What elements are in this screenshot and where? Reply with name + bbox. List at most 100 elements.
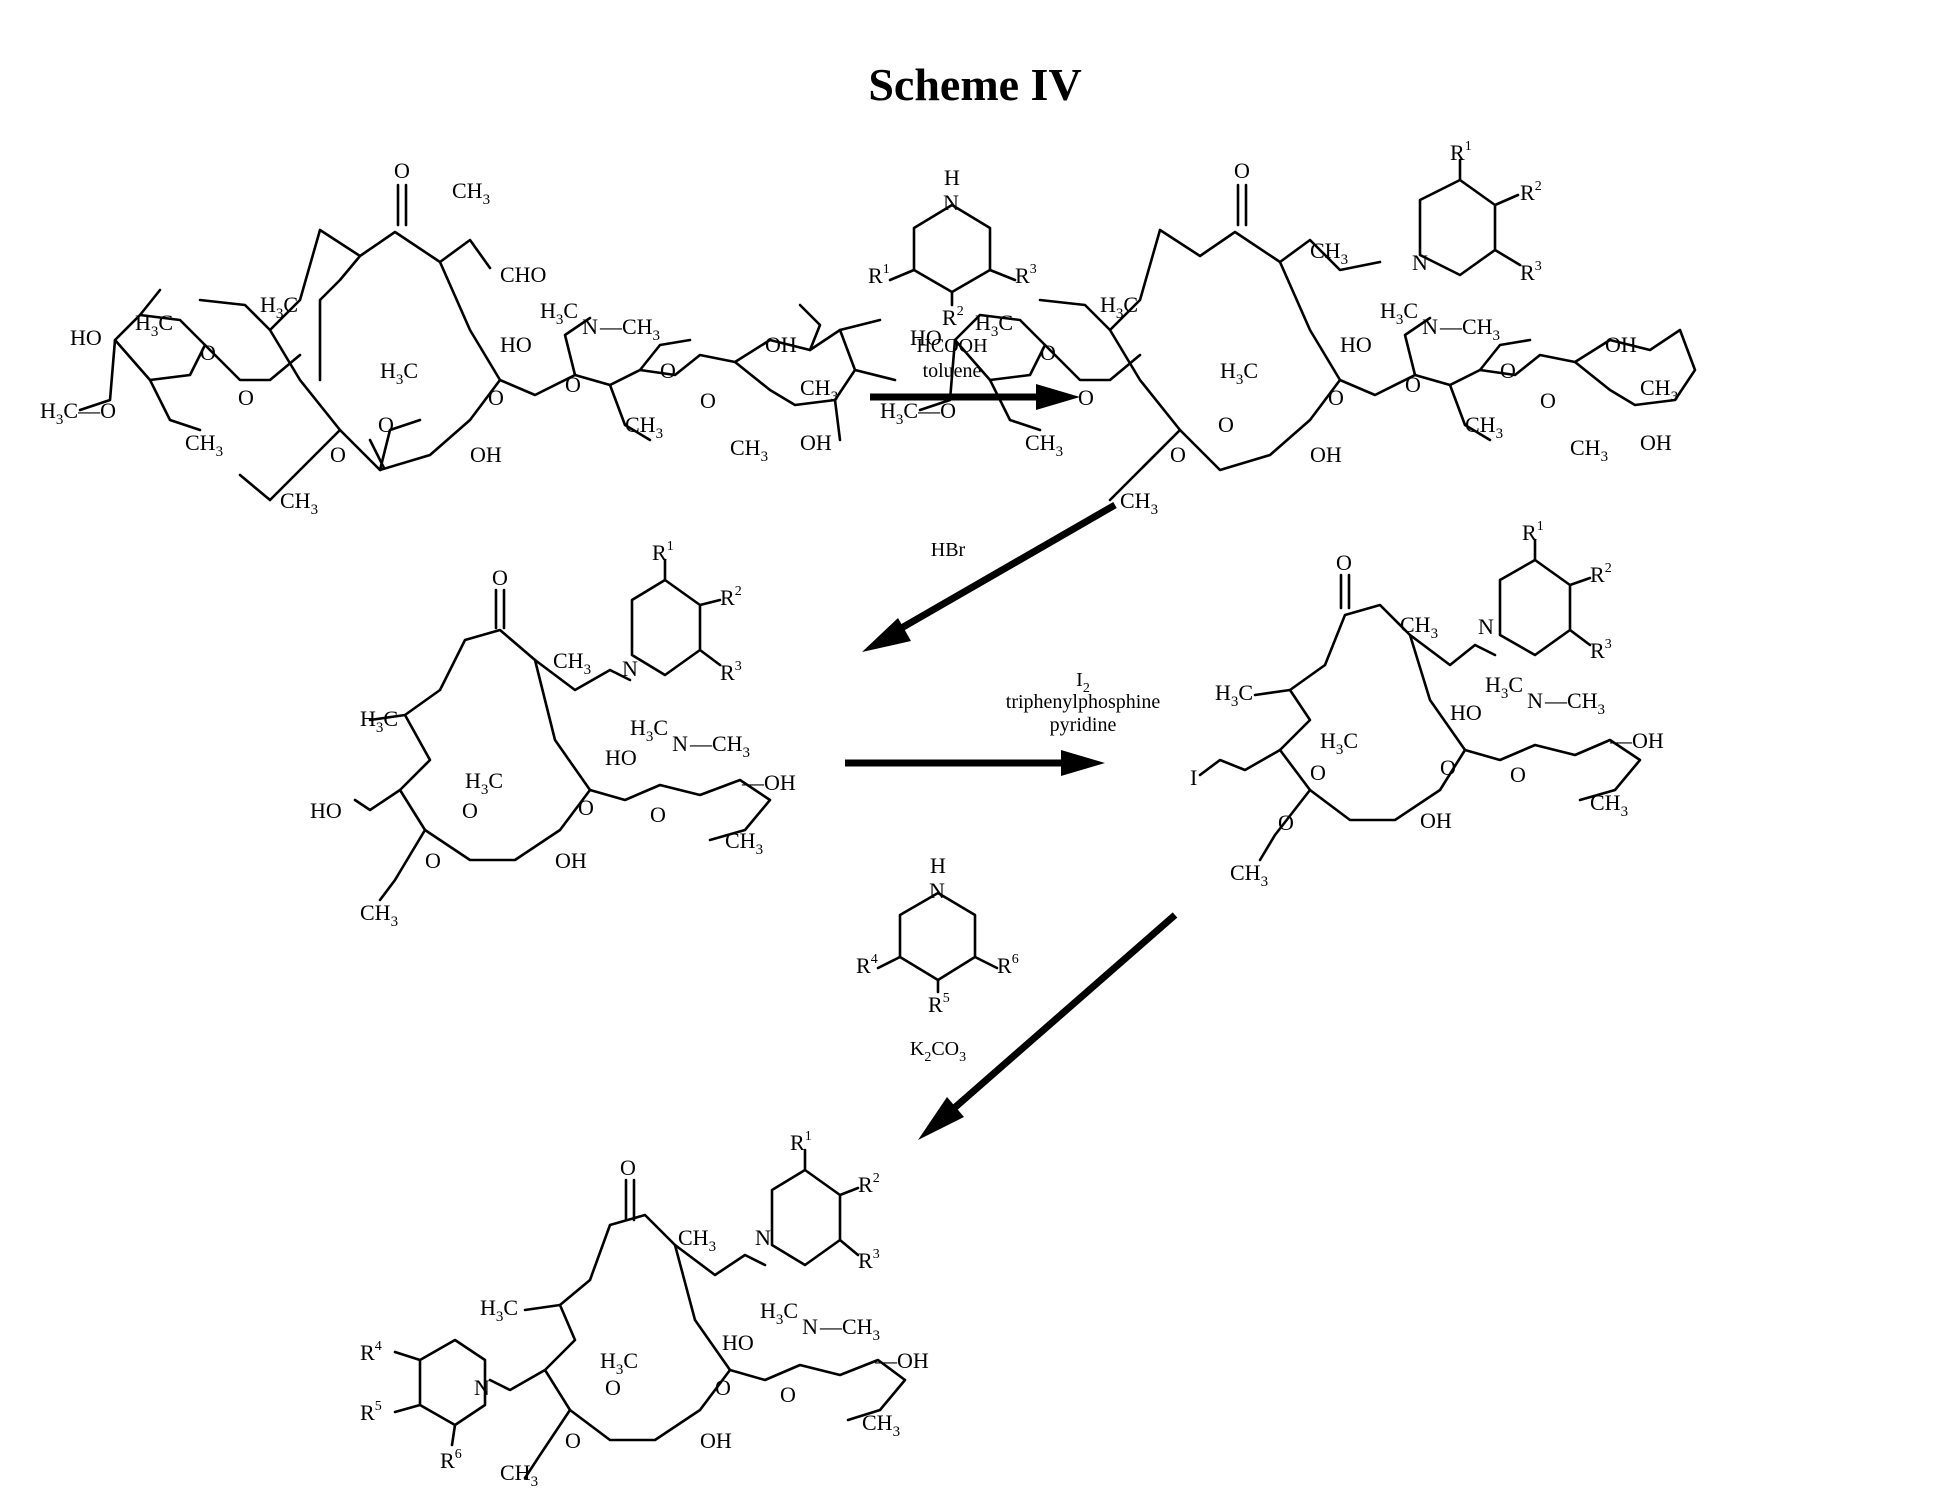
c1-ch3-myc-bottom: CH3 [730,435,768,465]
c4-r1: R1 [1522,519,1544,545]
compound-2-piperidine-adduct: O CH3 N R1 R2 R3 H3C HO H3C H3C—O CH3 O … [880,139,1695,518]
step2-reagent-hbr: HBr [931,539,966,561]
amine2-r5: R5 [928,991,950,1017]
c3-desos-ring-o: O [650,802,666,827]
arrow-step2 [862,505,1115,652]
c1-o-ch3: CH3 [185,430,223,460]
c4-desos-ring-o: O [1510,762,1526,787]
c2-piperidine-n: N [1412,250,1428,275]
c2-methoxy: H3C—O [880,398,956,428]
c5-r6: R6 [440,1447,462,1473]
c1-oh-myc-bottom: OH [800,430,832,455]
c3-ch3-desos: CH3 [725,828,763,858]
c5-desos-ring-o: O [780,1382,796,1407]
amine1-r2: R2 [942,304,964,330]
arrow-step3 [845,750,1105,776]
c2-ho-sugar: HO [910,325,942,350]
c1-ch3-myc-right: CH3 [800,375,838,405]
c3-r2: R2 [720,584,742,610]
c2-ch3-myc-right: CH3 [1640,375,1678,405]
c1-methoxy: H3C—O [40,398,116,428]
c4-glyco-o: O [1440,755,1456,780]
c1-h3c-alkene: H3C [260,292,298,322]
c1-ring-o2: O [238,385,254,410]
c2-glyco-o: O [1328,385,1344,410]
c2-h3c-mid: H3C [1220,358,1258,388]
c3-nme2: H3CN—CH3 [630,715,750,761]
arrow-step4 [918,915,1175,1140]
c1-ester-o: O [330,442,346,467]
amine2-r6: R6 [997,952,1019,978]
c2-oh-mid: OH [1310,442,1342,467]
c2-ch3-myc-bottom: CH3 [1570,435,1608,465]
c3-ho-left: HO [310,798,342,823]
amine-reagent-r4-r6: H N R4 R6 R5 [856,853,1019,1017]
c5-r5: R5 [360,1399,382,1425]
c5-r2: R2 [858,1171,880,1197]
c4-ch3-desos: CH3 [1590,790,1628,820]
c1-desos-ring-o: O [565,372,581,397]
c4-ch3-top: CH3 [1400,612,1438,642]
c4-r2: R2 [1590,561,1612,587]
c5-ch3-bottom: CH3 [500,1460,538,1488]
c4-oh-desos: —OH [1609,728,1664,753]
c2-nme2: H3CN—CH3 [1380,298,1500,344]
c2-carbonyl-o2: O [1218,412,1234,437]
c3-h3c-alkene: H3C [360,706,398,736]
c5-piperidine-n-right: N [755,1225,771,1250]
c2-ring-o2: O [1078,385,1094,410]
c4-r3: R3 [1590,637,1612,663]
c4-piperidine-n: N [1478,614,1494,639]
c3-ch3-bottom: CH3 [360,900,398,930]
c5-glyco-o: O [715,1375,731,1400]
c3-h3c-mid: H3C [465,768,503,798]
c2-r1: R1 [1450,139,1472,165]
c3-oh-desos: —OH [741,770,796,795]
compound-5-final-product: O CH3 N R1 R2 R3 H3C N R4 R5 R6 H3C O O … [360,1129,929,1488]
step3-reagent-triphenylphosphine: triphenylphosphine [1006,691,1161,713]
c5-ch3-desos: CH3 [862,1410,900,1440]
c4-h3c-mid: H3C [1320,728,1358,758]
c2-oh-myc-bottom: OH [1640,430,1672,455]
c1-myc-ring-o: O [700,388,716,413]
c1-ho-sugar: HO [70,325,102,350]
c1-cho: CHO [500,262,546,287]
c4-ch3-bottom: CH3 [1230,860,1268,890]
compound-3-hydroxy-intermediate: O CH3 N R1 R2 R3 H3C HO H3C O O OH CH3 H… [310,539,796,930]
c5-r3: R3 [858,1247,880,1273]
amine-reagent-r1-r3: H N R1 R3 R2 [868,165,1037,330]
arrow-step1 [870,384,1080,410]
c5-ester-o: O [565,1428,581,1453]
c2-r2: R2 [1520,179,1542,205]
step4-reagent-k2co3: K2CO3 [910,1038,966,1065]
amine1-r3: R3 [1015,262,1037,288]
c4-carbonyl-o: O [1336,550,1352,575]
c1-carbonyl-o2: O [378,412,394,437]
c2-oh-myc-top: OH [1605,332,1637,357]
c3-r3: R3 [720,659,742,685]
amine1-nh: H [944,165,960,190]
c5-h3c-mid: H3C [600,1348,638,1378]
c5-piperidine-n-left: N [474,1375,490,1400]
c2-ho-desosamine: HO [1340,332,1372,357]
c2-o-ch3: CH3 [1025,430,1063,460]
c5-h3c-alkene: H3C [480,1295,518,1325]
c1-oh-mid: OH [470,442,502,467]
c1-ch3-bottom: CH3 [280,488,318,518]
c1-glyco-o: O [488,385,504,410]
amine2-nh: H [930,853,946,878]
c1-h3c-mid: H3C [380,358,418,388]
c5-carbonyl-o: O [620,1155,636,1180]
scheme-title: Scheme IV [868,59,1081,110]
c1-h3c-sugar: H3C [135,310,173,340]
c5-oh-mid: OH [700,1428,732,1453]
c2-ring-o1: O [1040,340,1056,365]
compound-1-starting-material: O CH3 CHO H3C HO H3C H3C—O CH3 O O H3C O… [40,158,895,518]
c1-oh-myc-top: OH [765,332,797,357]
amine1-n: N [943,190,959,215]
step3-reagent-pyridine: pyridine [1050,714,1117,736]
c2-ester-o: O [1170,442,1186,467]
c4-nme2: H3CN—CH3 [1485,672,1605,718]
c5-carbonyl-o2: O [605,1375,621,1400]
